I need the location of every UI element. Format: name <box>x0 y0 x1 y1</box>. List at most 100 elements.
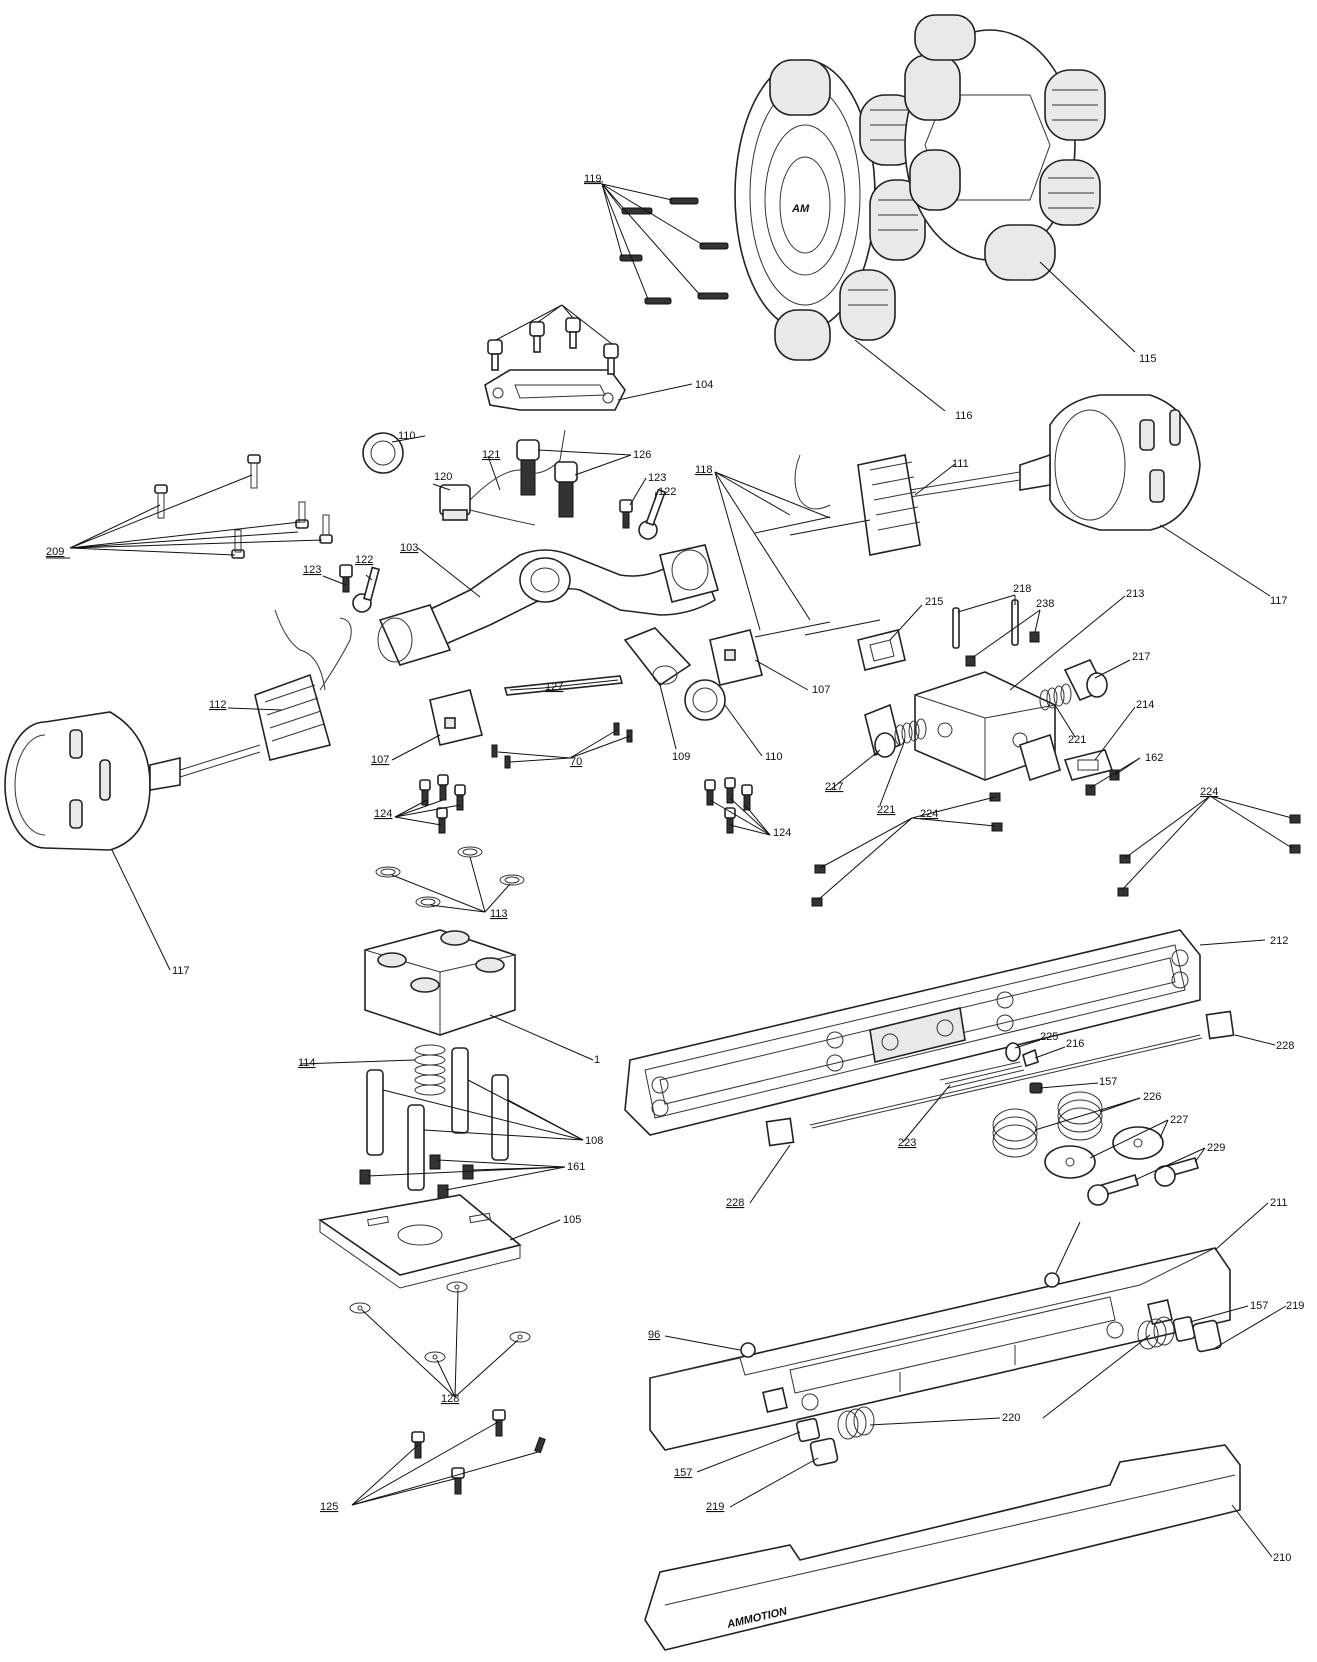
label-215: 215 <box>925 596 943 608</box>
screws-124-left <box>419 774 466 834</box>
mount-bracket-104 <box>484 369 626 411</box>
label-229: 229 <box>1207 1142 1225 1154</box>
switch-120 <box>439 429 566 526</box>
screw-123-left <box>339 564 353 593</box>
wheel-logo: AM <box>791 203 810 215</box>
bumper-body-211 <box>649 1247 1231 1451</box>
mecanum-wheel-front: AM <box>734 59 926 361</box>
washer-110-lower <box>684 679 726 721</box>
screws-161 <box>359 1154 474 1200</box>
pivot-block-1 <box>364 929 516 1036</box>
label-112: 112 <box>209 699 227 711</box>
label-109: 109 <box>672 751 690 763</box>
housing-213 <box>914 671 1056 781</box>
clamp-107-left <box>429 689 483 746</box>
label-1: 1 <box>594 1054 600 1066</box>
screws-125 <box>411 1409 546 1495</box>
spring-220-right <box>1137 1316 1175 1350</box>
pad-228-left <box>765 1117 795 1147</box>
motor-boot-left <box>254 609 352 761</box>
label-117-left: 117 <box>172 965 190 977</box>
label-217-left: 217 <box>825 781 843 793</box>
label-122-right: 122 <box>658 486 676 498</box>
label-212: 212 <box>1270 935 1288 947</box>
label-117-right: 117 <box>1270 595 1288 607</box>
label-226: 226 <box>1143 1091 1161 1103</box>
label-157-left: 157 <box>674 1467 692 1479</box>
screws-70 <box>491 722 633 769</box>
label-238: 238 <box>1036 598 1054 610</box>
label-96: 96 <box>648 1329 660 1341</box>
label-108: 108 <box>585 1135 603 1147</box>
button-219-left <box>809 1437 839 1467</box>
label-220: 220 <box>1002 1412 1020 1424</box>
label-224-mid: 224 <box>920 808 938 820</box>
wire-223 <box>809 1034 1203 1129</box>
bolts-229 <box>1087 1157 1199 1206</box>
label-216: 216 <box>1066 1038 1084 1050</box>
pad-228-right <box>1205 1010 1235 1040</box>
large-screws-126 <box>516 439 578 518</box>
label-214: 214 <box>1136 699 1154 711</box>
label-217-right: 217 <box>1132 651 1150 663</box>
housing-157-right <box>1172 1316 1196 1342</box>
label-121: 121 <box>482 449 500 461</box>
bumper-cover-210: AMMOTION <box>644 1444 1241 1651</box>
label-157-upper: 157 <box>1099 1076 1117 1088</box>
motor-boot-right <box>857 454 921 556</box>
screws-124-right <box>704 777 753 834</box>
label-120: 120 <box>434 471 452 483</box>
label-209: 209 <box>46 546 64 558</box>
screws-238 <box>965 631 1040 667</box>
label-228-right: 228 <box>1276 1040 1294 1052</box>
label-126: 126 <box>633 449 651 461</box>
screw-123-right <box>619 499 633 529</box>
bushing-225 <box>1005 1042 1021 1062</box>
label-103: 103 <box>400 542 418 554</box>
screws-119 <box>619 197 729 305</box>
springs-226 <box>992 1091 1103 1158</box>
pad-215 <box>857 629 906 671</box>
label-110-upper: 110 <box>398 430 416 442</box>
label-70: 70 <box>570 756 582 768</box>
mecanum-wheel-rear <box>904 14 1106 281</box>
spring-220-left <box>837 1406 875 1440</box>
shaft-109 <box>623 627 692 687</box>
label-218: 218 <box>1013 583 1031 595</box>
label-224-right: 224 <box>1200 786 1218 798</box>
label-125: 125 <box>320 1501 338 1513</box>
clamp-107-right <box>709 629 763 686</box>
label-128: 128 <box>441 1393 459 1405</box>
label-223: 223 <box>898 1137 916 1149</box>
label-123-right: 123 <box>648 472 666 484</box>
eye-bolt-122-right <box>638 488 667 540</box>
latch-217-left <box>864 703 901 758</box>
label-124-left: 124 <box>374 808 392 820</box>
long-screws-118 <box>754 454 881 638</box>
washer-110-upper <box>362 432 404 474</box>
label-228-left: 228 <box>726 1197 744 1209</box>
label-219-left: 219 <box>706 1501 724 1513</box>
label-227: 227 <box>1170 1114 1188 1126</box>
eye-bolt-122-left <box>352 566 381 613</box>
label-118: 118 <box>695 464 713 476</box>
label-107-left: 107 <box>371 754 389 766</box>
label-114: 114 <box>298 1057 316 1069</box>
label-225: 225 <box>1040 1031 1058 1043</box>
label-122-left: 122 <box>355 554 373 566</box>
motor-left <box>4 711 261 851</box>
washers-128 <box>349 1281 531 1363</box>
callout-labels: 119 115 104 116 110 121 126 118 111 120 … <box>46 173 1304 1564</box>
motor-right <box>909 394 1201 531</box>
label-210: 210 <box>1273 1552 1291 1564</box>
base-plate-105 <box>317 1194 522 1289</box>
spring-221-left <box>894 718 927 746</box>
washers-227 <box>1044 1126 1164 1179</box>
label-211: 211 <box>1270 1197 1288 1209</box>
label-119: 119 <box>584 173 602 185</box>
label-105: 105 <box>563 1214 581 1226</box>
label-157-right: 157 <box>1250 1300 1268 1312</box>
part-216 <box>1022 1048 1039 1068</box>
label-161: 161 <box>567 1161 585 1173</box>
